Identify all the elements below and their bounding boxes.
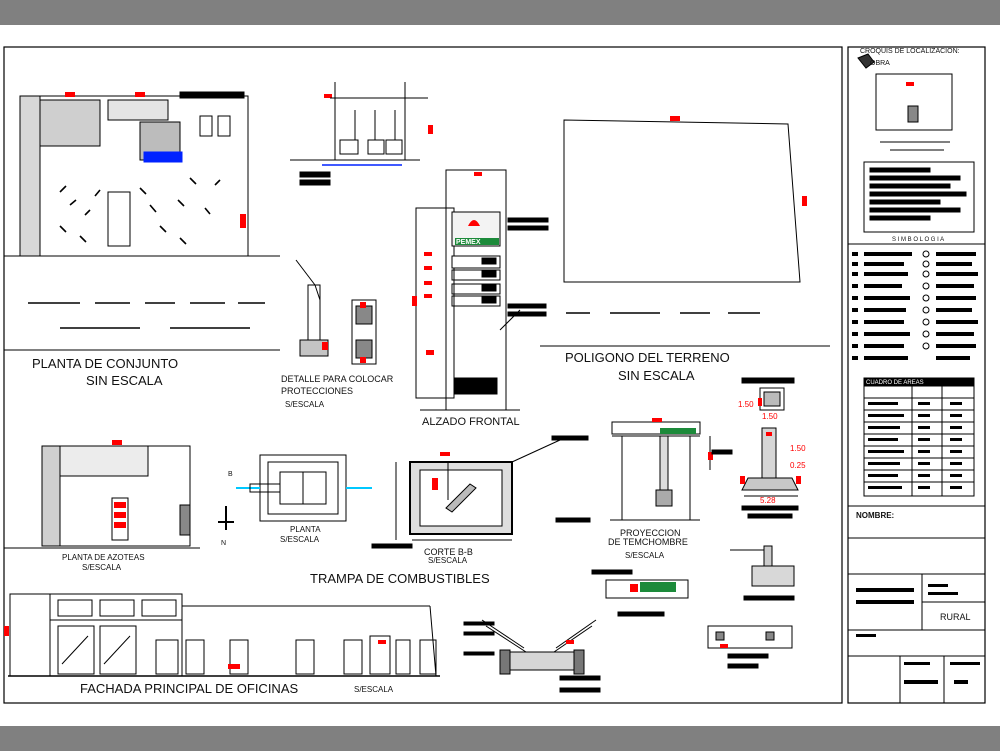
dispenser-detail-drawing: [290, 82, 433, 186]
fachada-drawing: [4, 593, 440, 677]
proyeccion-drawing: [610, 418, 733, 521]
dim-150-c: 1.50: [790, 444, 806, 453]
fachada-title: FACHADA PRINCIPAL DE OFICINAS: [80, 681, 298, 696]
poligono-title: POLIGONO DEL TERRENO: [565, 350, 730, 365]
canopy-detail-drawing: [463, 619, 601, 693]
alzado-frontal-drawing: [412, 169, 549, 411]
areas-table-head: CUADRO DE AREAS: [866, 380, 924, 386]
planta-azoteas-title: PLANTA DE AZOTEAS: [62, 553, 145, 562]
poligono-drawing: [540, 116, 830, 347]
simbologia-label: S I M B O L O G I A: [892, 237, 944, 243]
proyeccion-line1: PROYECCION: [620, 528, 681, 538]
corte-bb-drawing: [371, 435, 591, 549]
small-details-drawing: [591, 545, 795, 669]
footing-detail-drawing: [740, 377, 801, 519]
drawing-frame: [3, 46, 843, 704]
nombre-label: NOMBRE:: [856, 511, 894, 520]
north-arrow-label: N: [221, 540, 226, 547]
alzado-frontal-title: ALZADO FRONTAL: [422, 416, 520, 428]
trampa-planta-title: PLANTA: [290, 525, 321, 534]
protecciones-detail-drawing: [295, 259, 377, 365]
title-block: [848, 53, 985, 703]
detalle-line1: DETALLE PARA COLOCAR: [281, 374, 394, 384]
planta-azoteas-drawing: [4, 440, 234, 549]
trampa-title: TRAMPA DE COMBUSTIBLES: [310, 571, 490, 586]
croquis-label: CROQUIS DE LOCALIZACION:: [860, 48, 960, 55]
dim-150-b: 1.50: [762, 412, 778, 421]
detalle-scale: S/ESCALA: [285, 400, 325, 409]
poligono-scale: SIN ESCALA: [618, 368, 695, 383]
planta-conjunto-scale: SIN ESCALA: [86, 373, 163, 388]
proyeccion-scale: S/ESCALA: [625, 551, 665, 560]
obra-label: OBRA: [870, 60, 890, 67]
section-b-mark: B: [228, 471, 233, 478]
corte-bb-scale: S/ESCALA: [428, 556, 468, 565]
sign-brand: PEMEX: [456, 239, 481, 246]
trampa-planta-drawing: [236, 454, 372, 522]
detalle-line2: PROTECCIONES: [281, 386, 353, 396]
planta-conjunto-title: PLANTA DE CONJUNTO: [32, 356, 178, 371]
dim-528: 5.28: [760, 496, 776, 505]
proyeccion-line2: DE TEMCHOMBRE: [608, 537, 688, 547]
planta-conjunto-drawing: [4, 91, 280, 351]
fachada-scale: S/ESCALA: [354, 685, 394, 694]
title-block-frame: [847, 46, 986, 704]
dim-150-a: 1.50: [738, 400, 754, 409]
rural-label: RURAL: [940, 612, 971, 622]
corte-bb-title: CORTE B-B: [424, 547, 473, 557]
planta-azoteas-scale: S/ESCALA: [82, 563, 122, 572]
trampa-planta-scale: S/ESCALA: [280, 535, 320, 544]
dim-025: 0.25: [790, 461, 806, 470]
